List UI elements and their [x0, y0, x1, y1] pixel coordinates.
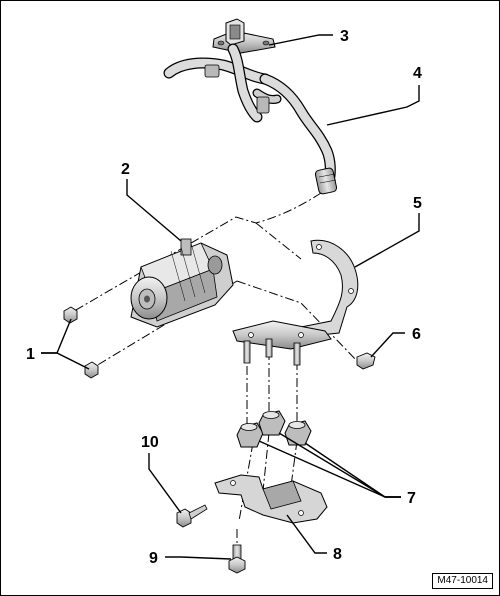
callout-5: 5: [413, 195, 422, 212]
part-3-sensor: [212, 18, 276, 54]
part-1-nuts: [63, 306, 99, 379]
part-8-lower-bracket: [214, 474, 328, 524]
callout-10: 10: [141, 434, 159, 451]
part-7-rubber-mounts: [236, 410, 312, 448]
part-10-bolt: [176, 504, 208, 528]
callout-4: 4: [413, 65, 422, 82]
callout-3: 3: [340, 28, 349, 45]
part-6-clip: [356, 352, 376, 370]
callout-9: 9: [149, 550, 158, 567]
callout-6: 6: [412, 326, 421, 343]
callout-labels: 3 4 2 5 6 1 7 10 8 9: [26, 28, 422, 567]
part-4-vacuum-hose: [163, 43, 338, 195]
callout-2: 2: [121, 161, 130, 178]
part-2-vacuum-pump: [130, 238, 234, 328]
leader-lines: [41, 34, 420, 560]
callout-8: 8: [333, 546, 342, 563]
callout-1: 1: [26, 346, 35, 363]
part-5-bracket: [232, 239, 359, 366]
part-9-bolt: [228, 544, 246, 574]
figure-reference-code: M47-10014: [432, 573, 493, 589]
callout-7: 7: [407, 490, 416, 507]
